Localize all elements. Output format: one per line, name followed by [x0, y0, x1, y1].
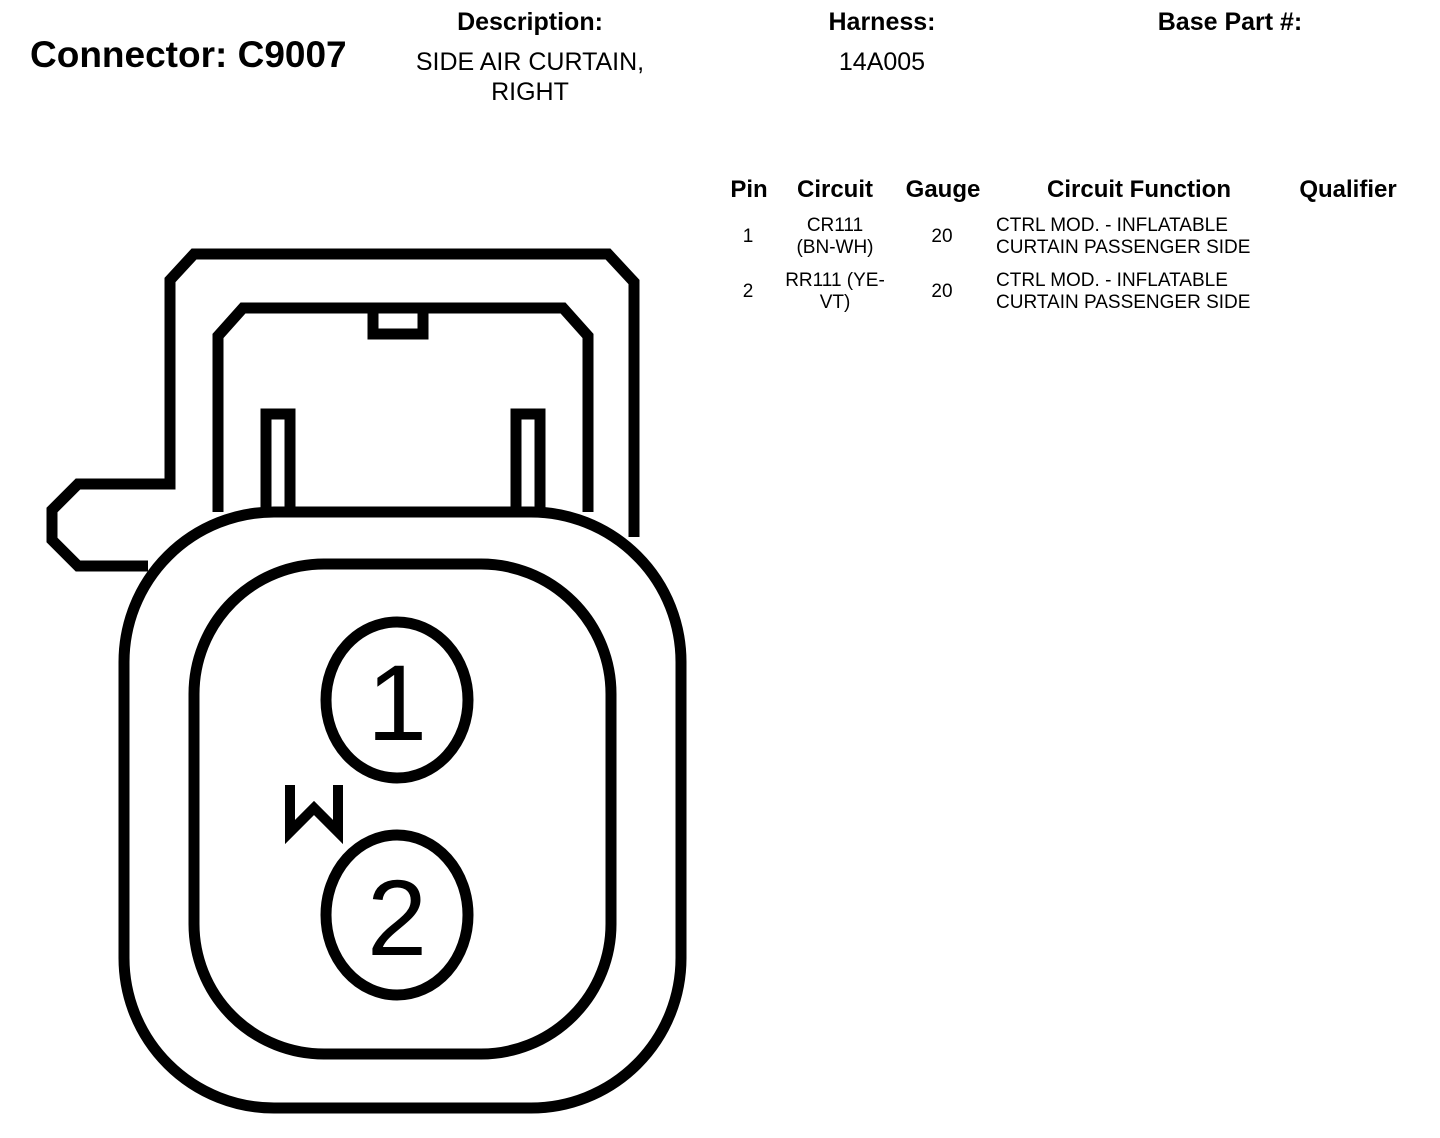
latch-finger-left [260, 408, 296, 512]
base-part-label: Base Part #: [1157, 8, 1303, 36]
col-header-gauge: Gauge [905, 176, 981, 203]
pin-label-1: 1 [367, 642, 427, 763]
harness-value: 14A005 [838, 48, 926, 76]
row-2-function-line-2: CURTAIN PASSENGER SIDE [996, 292, 1251, 313]
description-line-1: SIDE AIR CURTAIN, [415, 48, 645, 76]
row-2-function: CTRL MOD. - INFLATABLE CURTAIN PASSENGER… [996, 270, 1296, 314]
row-2-circuit: RR111 (YE- VT) [770, 270, 900, 314]
connector-body-inner [188, 558, 617, 1060]
pin-cavity-1 [320, 616, 474, 784]
description-label: Description: [457, 8, 603, 36]
row-2-circuit-line-2: VT) [819, 292, 851, 313]
description-value: SIDE AIR CURTAIN, RIGHT [380, 47, 680, 107]
description-line-2: RIGHT [491, 78, 569, 106]
connector-body-outer [118, 506, 687, 1114]
keying-marker-w [285, 785, 343, 845]
latch-finger-right [510, 408, 546, 512]
latch-notch [367, 312, 429, 340]
row-2-circuit-line-1: RR111 (YE- [785, 270, 885, 291]
harness-label: Harness: [828, 8, 936, 36]
outer-lock-frame [46, 248, 640, 572]
col-header-circuit: Circuit [796, 176, 873, 203]
row-1-circuit-line-1: CR111 [806, 215, 864, 236]
row-1-gauge: 20 [931, 226, 953, 247]
row-1-function-line-1: CTRL MOD. - INFLATABLE [996, 215, 1228, 236]
row-2-function-line-1: CTRL MOD. - INFLATABLE [996, 270, 1228, 291]
pin-label-2: 2 [367, 857, 427, 978]
row-1-function-line-2: CURTAIN PASSENGER SIDE [996, 237, 1251, 258]
connector-face-diagram: 1 2 [46, 248, 687, 1114]
col-header-qualifier: Qualifier [1299, 176, 1397, 203]
row-1-circuit: CR111 (BN-WH) [770, 215, 900, 259]
inner-latch [212, 302, 594, 512]
pin-cavity-2 [320, 829, 474, 1001]
row-1-circuit-line-2: (BN-WH) [796, 237, 874, 258]
row-1-pin: 1 [742, 226, 754, 247]
col-header-pin: Pin [730, 176, 768, 203]
row-2-pin: 2 [742, 281, 754, 302]
connector-title: Connector: C9007 [30, 34, 347, 75]
row-2-gauge: 20 [931, 281, 953, 302]
row-1-function: CTRL MOD. - INFLATABLE CURTAIN PASSENGER… [996, 215, 1296, 259]
col-header-circuit-function: Circuit Function [1047, 176, 1231, 203]
